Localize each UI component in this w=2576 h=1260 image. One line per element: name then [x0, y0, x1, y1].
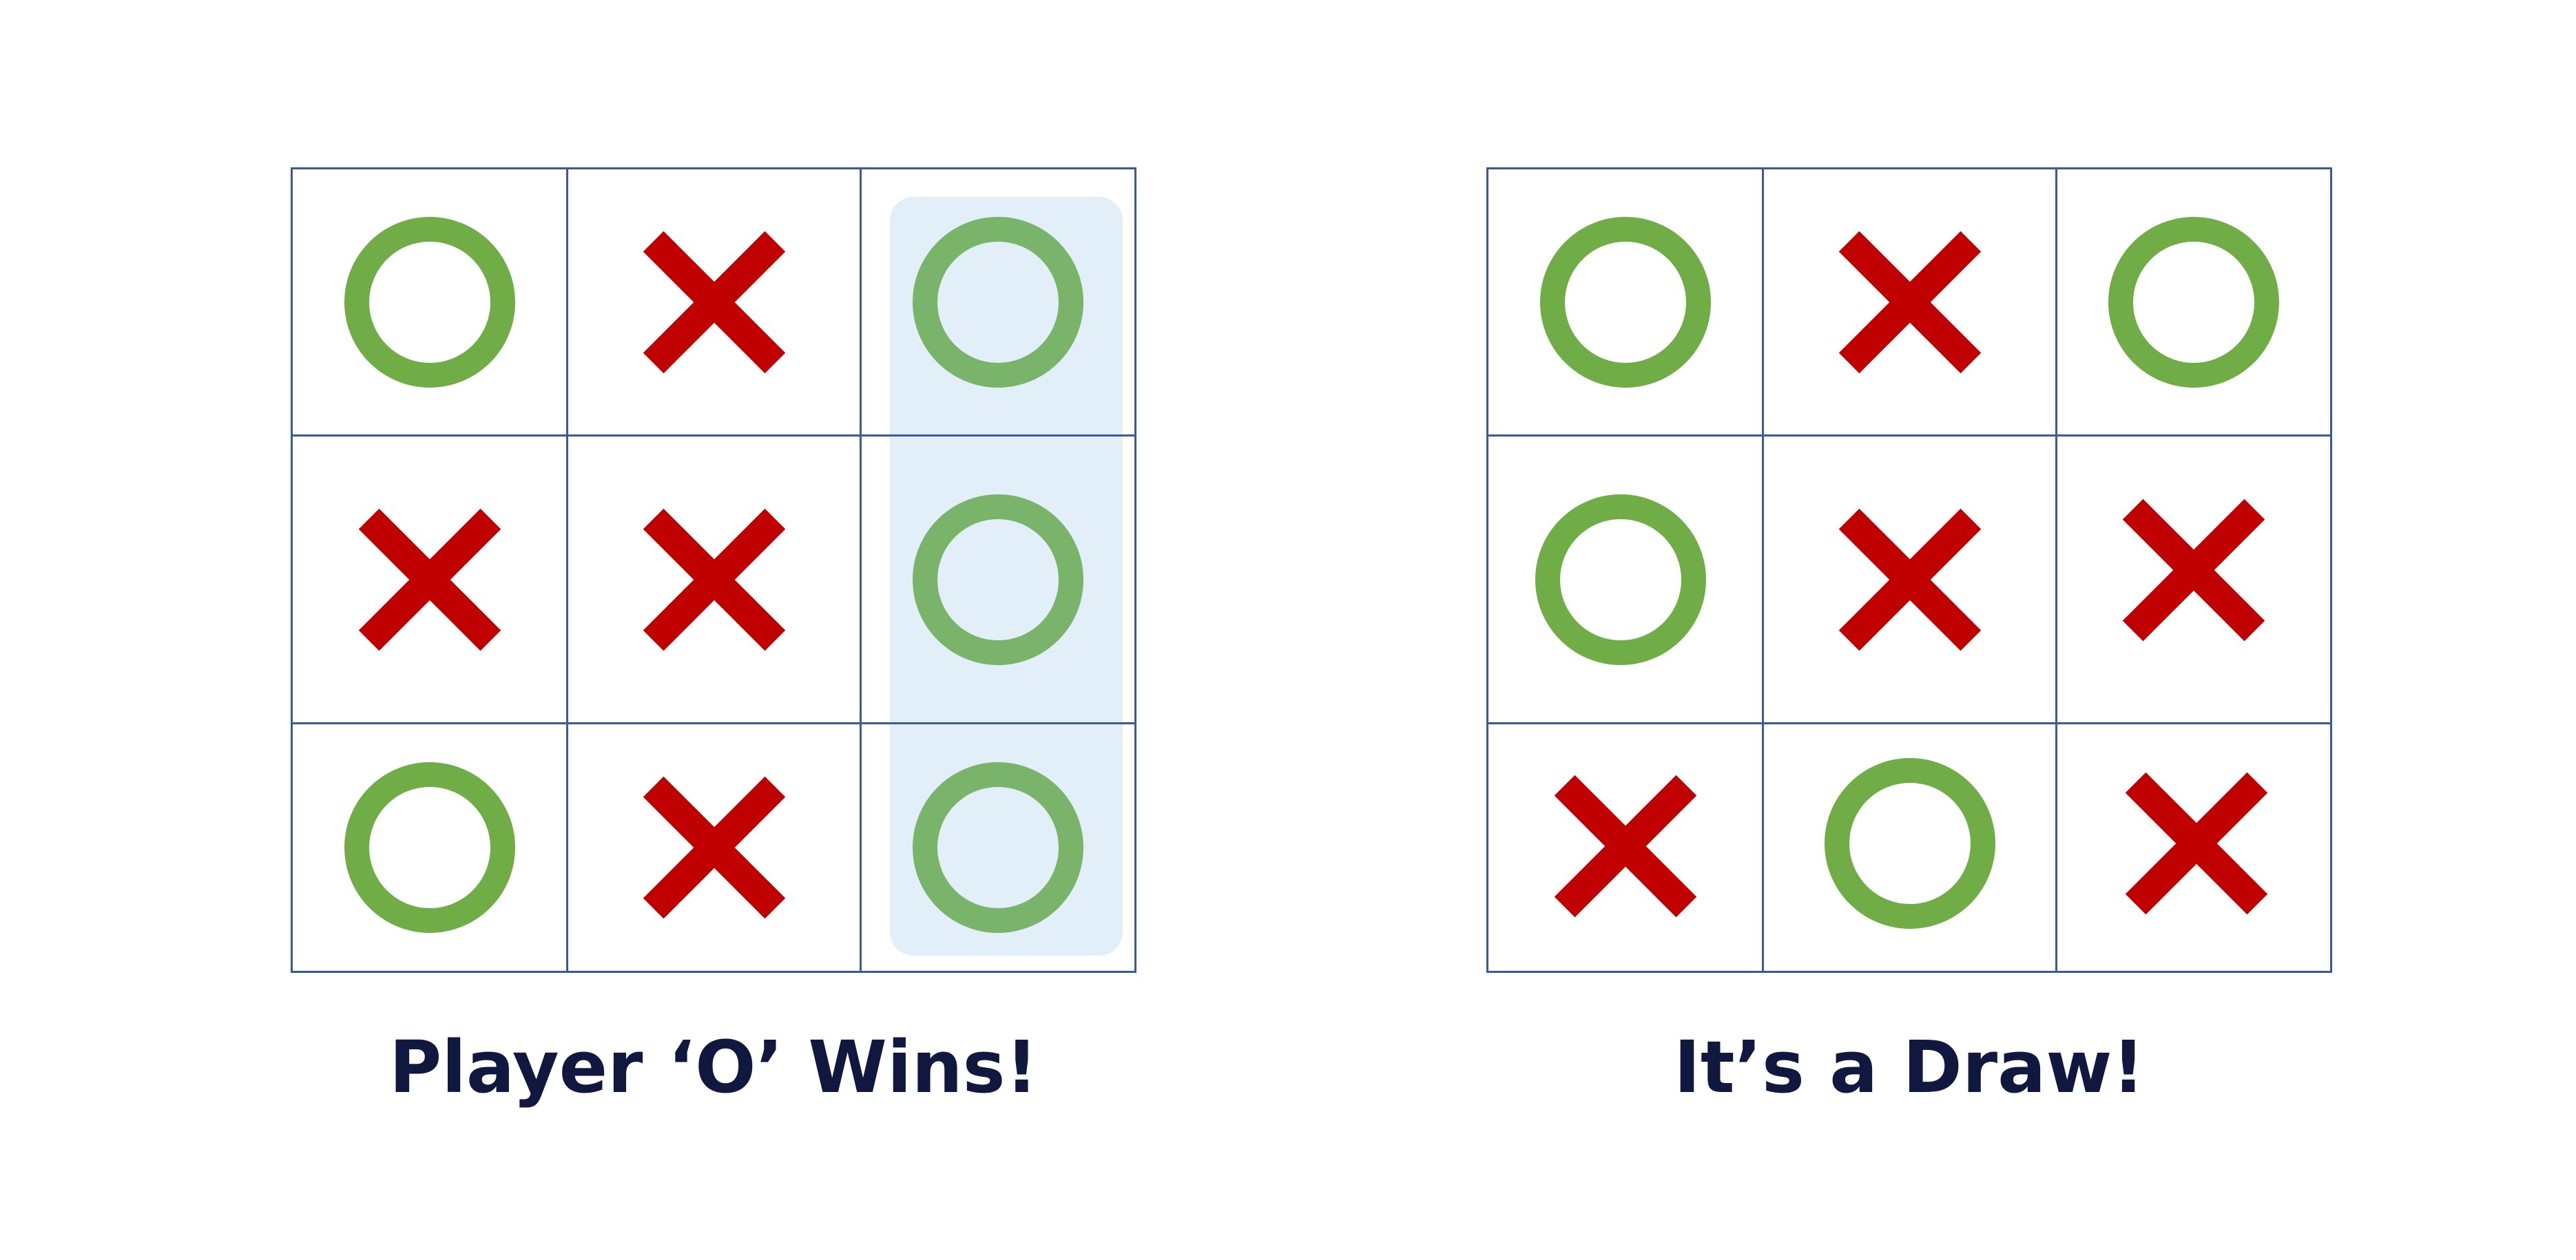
grid-line — [293, 434, 1134, 437]
grid-line — [2055, 169, 2057, 971]
o-mark — [913, 216, 1083, 388]
cell-r1-c3[interactable] — [862, 169, 1134, 434]
cell-r3-c1[interactable] — [293, 724, 566, 971]
o-mark — [344, 216, 515, 388]
cell-r2-c3[interactable] — [2057, 427, 2330, 713]
x-mark — [2118, 494, 2269, 646]
o-mark — [2108, 216, 2279, 388]
game-board-left — [291, 167, 1136, 973]
cell-r1-c1[interactable] — [1488, 169, 1762, 434]
game-board-right — [1486, 167, 2332, 973]
cell-r1-c2[interactable] — [1764, 169, 2055, 434]
grid-line — [566, 169, 568, 971]
cell-r1-c2[interactable] — [568, 169, 860, 434]
cell-r3-c2[interactable] — [568, 724, 860, 971]
cell-r3-c1[interactable] — [1488, 723, 1762, 969]
x-mark — [1834, 504, 1986, 655]
cell-r3-c2[interactable] — [1764, 720, 2055, 967]
x-mark — [354, 504, 506, 655]
game-result-left: Player ‘O’ Wins! — [388, 1025, 1039, 1109]
grid-line — [1488, 722, 2330, 724]
x-mark — [1550, 770, 1701, 922]
cell-r3-c3[interactable] — [2060, 720, 2333, 967]
x-mark — [638, 772, 790, 923]
x-mark — [638, 504, 790, 655]
cell-r2-c2[interactable] — [1764, 437, 2055, 722]
o-mark — [1824, 758, 1995, 929]
o-mark — [913, 762, 1083, 933]
x-mark — [2121, 768, 2272, 919]
o-mark — [913, 494, 1083, 665]
grid-line — [293, 722, 1134, 724]
grid-line — [860, 169, 862, 971]
x-mark — [638, 227, 790, 378]
cell-r1-c3[interactable] — [2057, 169, 2330, 434]
cell-r2-c3[interactable] — [862, 437, 1134, 722]
cell-r2-c1[interactable] — [1488, 437, 1752, 722]
cell-r2-c2[interactable] — [568, 437, 860, 722]
o-mark — [344, 762, 515, 933]
grid-line — [1762, 169, 1764, 971]
cell-r3-c3[interactable] — [862, 724, 1134, 971]
o-mark — [1539, 216, 1711, 388]
o-mark — [1535, 494, 1706, 665]
game-result-right: It’s a Draw! — [1674, 1025, 2145, 1109]
cell-r2-c1[interactable] — [293, 437, 566, 722]
cell-r1-c1[interactable] — [293, 169, 566, 434]
grid-line — [1488, 434, 2330, 437]
x-mark — [1834, 227, 1986, 378]
